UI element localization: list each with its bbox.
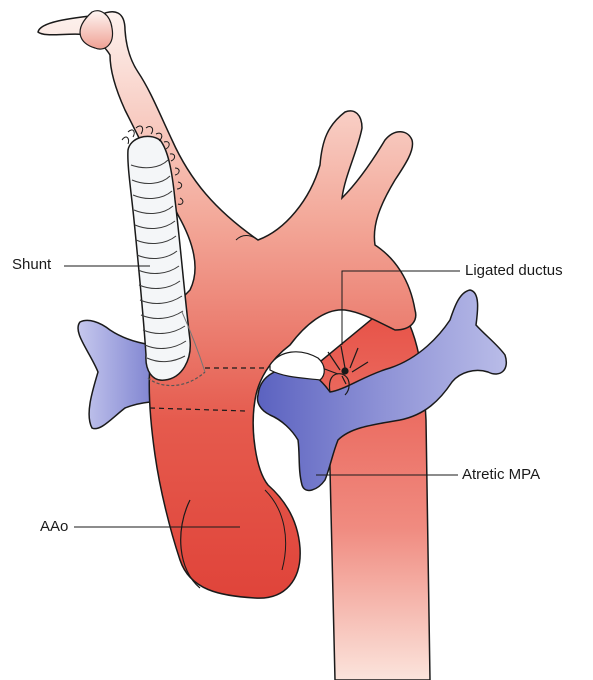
ligated-ductus-label: Ligated ductus <box>465 262 563 280</box>
shunt-label: Shunt <box>12 256 51 274</box>
aao-label: AAo <box>40 518 68 536</box>
atretic-mpa-label: Atretic MPA <box>462 466 540 484</box>
